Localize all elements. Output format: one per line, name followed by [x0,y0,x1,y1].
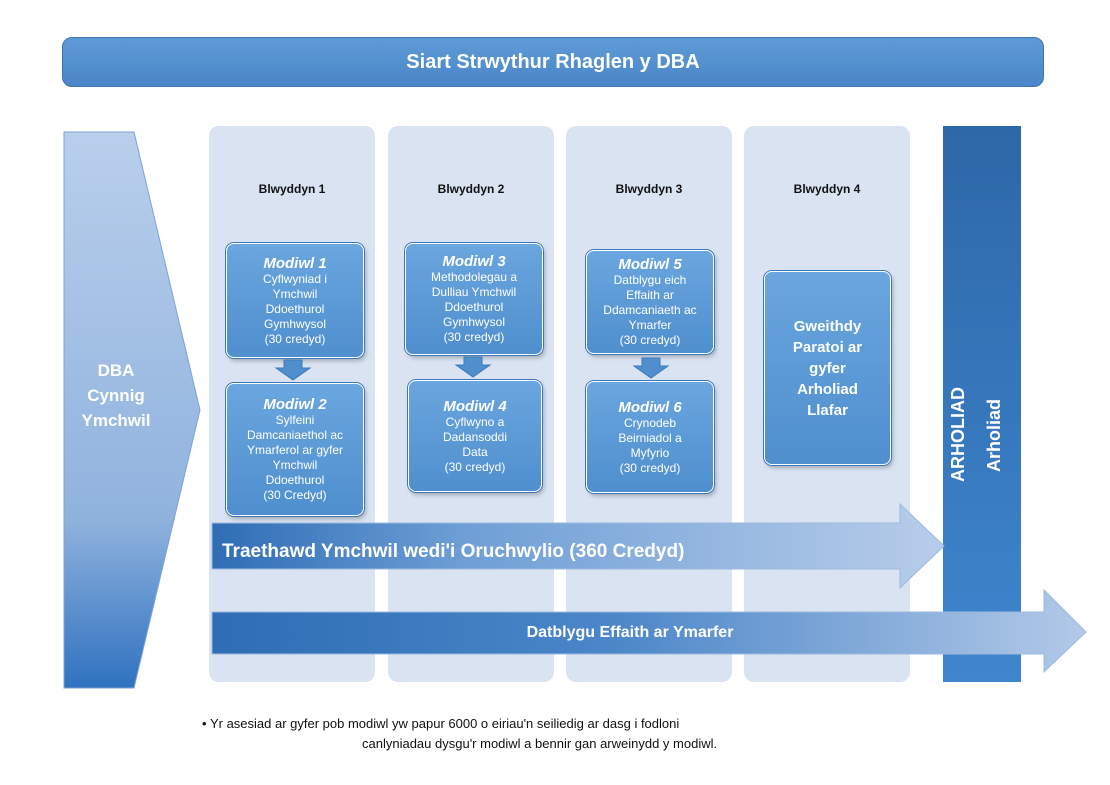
module-line: Beirniadol a [618,430,682,445]
module-3-title: Modiwl 3 [442,253,506,270]
module-line: Cyflwyniad i [262,271,328,286]
year-2-label: Blwyddyn 2 [437,182,505,196]
exam-label-upper: ARHOLIAD [948,387,968,483]
module-line: Crynodeb [623,415,677,430]
module-line: Cyflwyno a [445,414,505,429]
module-1-box: Modiwl 1 Cyflwyniad i Ymchwil Ddoethurol… [226,243,364,358]
note-line-2: canlyniadau dysgu'r modiwl a bennir gan … [362,736,718,751]
module-5-box: Modiwl 5 Datblygu eich Effaith ar Ddamca… [586,250,714,354]
module-line: Data [462,444,488,459]
module-6-box: Modiwl 6 Crynodeb Beirniadol a Myfyrio (… [586,381,714,493]
workshop-line: gyfer [809,359,846,377]
module-line: Ymchwil [272,286,318,301]
year-4-label: Blwyddyn 4 [793,182,861,196]
module-line: Ymarferol ar gyfer [246,443,344,457]
module-1-title: Modiwl 1 [263,254,327,272]
module-line: Ddamcaniaeth ac [603,303,697,317]
module-6-title: Modiwl 6 [618,398,682,416]
thesis-label: Traethawd Ymchwil wedi'i Oruchwylio (360… [222,541,685,562]
module-4-title: Modiwl 4 [443,397,507,415]
down-arrow-icon [274,359,312,381]
workshop-line: Arholiad [797,380,858,398]
module-line: Ddoethurol [265,473,325,487]
module-line: Myfyrio [630,445,670,460]
module-3-box: Modiwl 3 Methodolegau a Dulliau Ymchwil … [405,243,543,355]
module-line: Effaith ar [626,288,674,302]
module-line: Dadansoddi [442,429,508,444]
down-arrow-icon [454,356,492,378]
module-line: (30 credyd) [619,333,681,347]
workshop-line: Llafar [807,401,848,419]
module-line: Damcaniaethol ac [246,428,344,442]
workshop-line: Gweithdy [793,317,862,335]
module-line: Ymchwil [272,458,318,472]
dba-proposal-label: DBA Cynnig Ymchwil [66,358,166,433]
module-line: Gymhwysol [263,316,326,331]
module-4-box: Modiwl 4 Cyflwyno a Dadansoddi Data (30 … [408,380,542,492]
impact-arrow [211,588,1087,674]
module-5-title: Modiwl 5 [618,256,682,273]
chart-title: Siart Strwythur Rhaglen y DBA [62,37,1044,87]
module-line: Methodolegau a [430,270,518,284]
proposal-line: Cynnig [87,386,145,405]
thesis-arrow [211,502,945,590]
exam-bar [943,126,1021,682]
module-line: Sylfeini [275,413,315,427]
year-1-label: Blwyddyn 1 [258,182,326,196]
research-line: Ymchwil [81,411,151,430]
dba-proposal-arrow [63,131,201,689]
module-line: (30 credyd) [444,459,506,474]
oral-exam-workshop-box: Gweithdy Paratoi ar gyfer Arholiad Llafa… [764,271,891,465]
module-line: Datblygu eich [613,273,687,287]
down-arrow-icon [632,357,670,379]
note-line-1: Yr asesiad ar gyfer pob modiwl yw papur … [209,716,680,731]
module-line: (30 credyd) [619,460,681,475]
module-2-box: Modiwl 2 Sylfeini Damcaniaethol ac Ymarf… [226,383,364,516]
module-line: (30 Credyd) [263,488,327,502]
dba-line: DBA [97,361,135,380]
module-line: Ymarfer [628,318,672,332]
module-line: Ddoethurol [265,301,325,316]
exam-label: Arholiad [984,398,1004,472]
module-line: Ddoethurol [444,300,504,314]
module-2-title: Modiwl 2 [263,396,327,413]
module-line: Gymhwysol [442,315,505,329]
bullet-icon: • [202,716,207,731]
assessment-note: • Yr asesiad ar gyfer pob modiwl yw papu… [202,714,717,754]
module-line: (30 credyd) [264,331,326,346]
module-line: Dulliau Ymchwil [431,285,517,299]
module-line: (30 credyd) [443,330,505,344]
impact-label: Datblygu Effaith ar Ymarfer [526,624,734,641]
year-3-label: Blwyddyn 3 [615,182,683,196]
workshop-line: Paratoi ar [792,338,863,356]
